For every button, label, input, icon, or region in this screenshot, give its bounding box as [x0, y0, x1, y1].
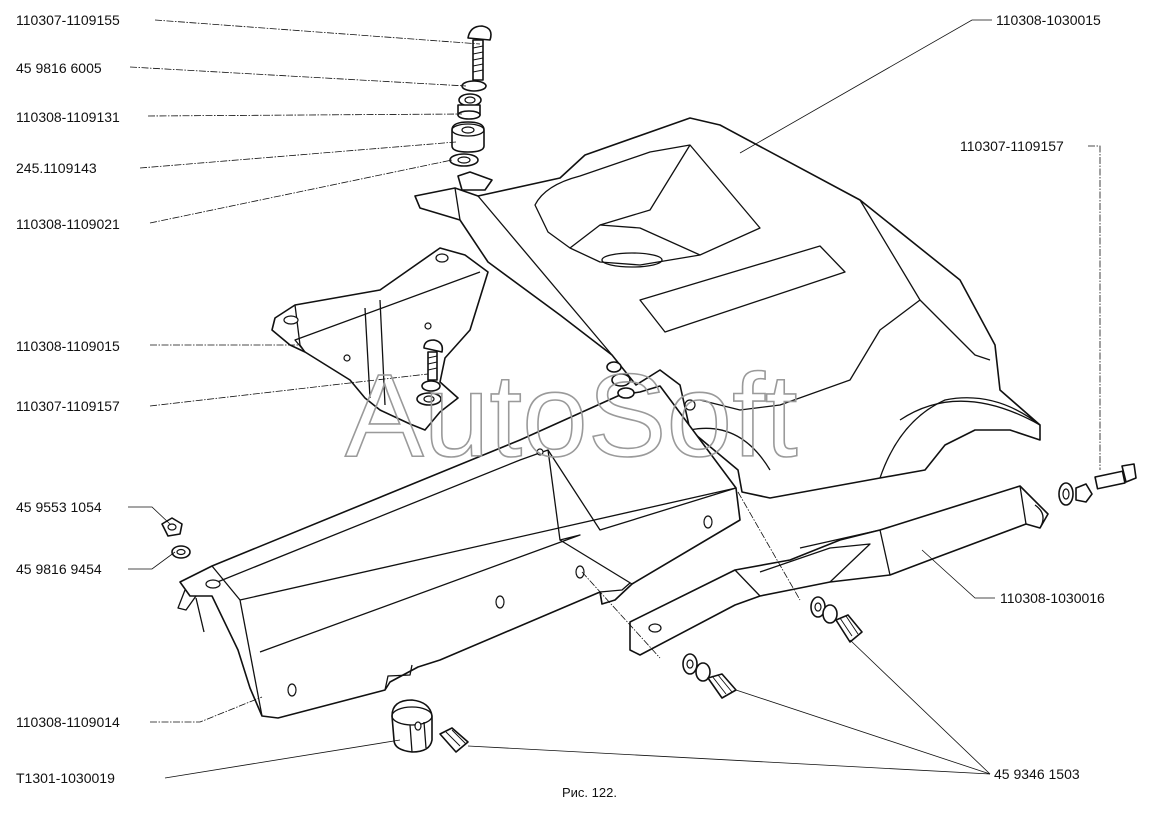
- top-bolt-stack: [449, 25, 493, 191]
- bracket-bolt-stack: [416, 339, 444, 406]
- label-110308-1109015: 110308-1109015: [16, 338, 120, 354]
- watermark-text: AutoSoft: [345, 350, 798, 482]
- clamp-part: [391, 699, 469, 753]
- label-45-9553-1054: 45 9553 1054: [16, 499, 102, 515]
- label-110308-1030015: 110308-1030015: [996, 12, 1101, 28]
- label-110307-1109157-left: 110307-1109157: [16, 398, 120, 414]
- label-245-1109143: 245.1109143: [16, 160, 97, 176]
- lower-bolts: [682, 596, 863, 699]
- label-110308-1109014: 110308-1109014: [16, 714, 120, 730]
- figure-caption: Рис. 122.: [562, 785, 617, 800]
- label-45-9816-6005: 45 9816 6005: [16, 60, 102, 76]
- label-t1301-1030019: T1301-1030019: [16, 770, 115, 786]
- leader-lines: [128, 19, 1101, 779]
- right-bolt-stack: [1058, 463, 1137, 506]
- panel-fasteners: [161, 361, 635, 559]
- label-110308-1109131: 110308-1109131: [16, 109, 120, 125]
- upper-shroud-part: [414, 117, 1041, 499]
- label-110308-1109021: 110308-1109021: [16, 216, 120, 232]
- label-110308-1030016: 110308-1030016: [1000, 590, 1105, 606]
- label-110307-1109157-right: 110307-1109157: [960, 138, 1064, 154]
- label-45-9346-1503: 45 9346 1503: [994, 766, 1080, 782]
- label-45-9816-9454: 45 9816 9454: [16, 561, 102, 577]
- rear-bracket-part: [629, 485, 1049, 656]
- label-110307-1109155: 110307-1109155: [16, 12, 120, 28]
